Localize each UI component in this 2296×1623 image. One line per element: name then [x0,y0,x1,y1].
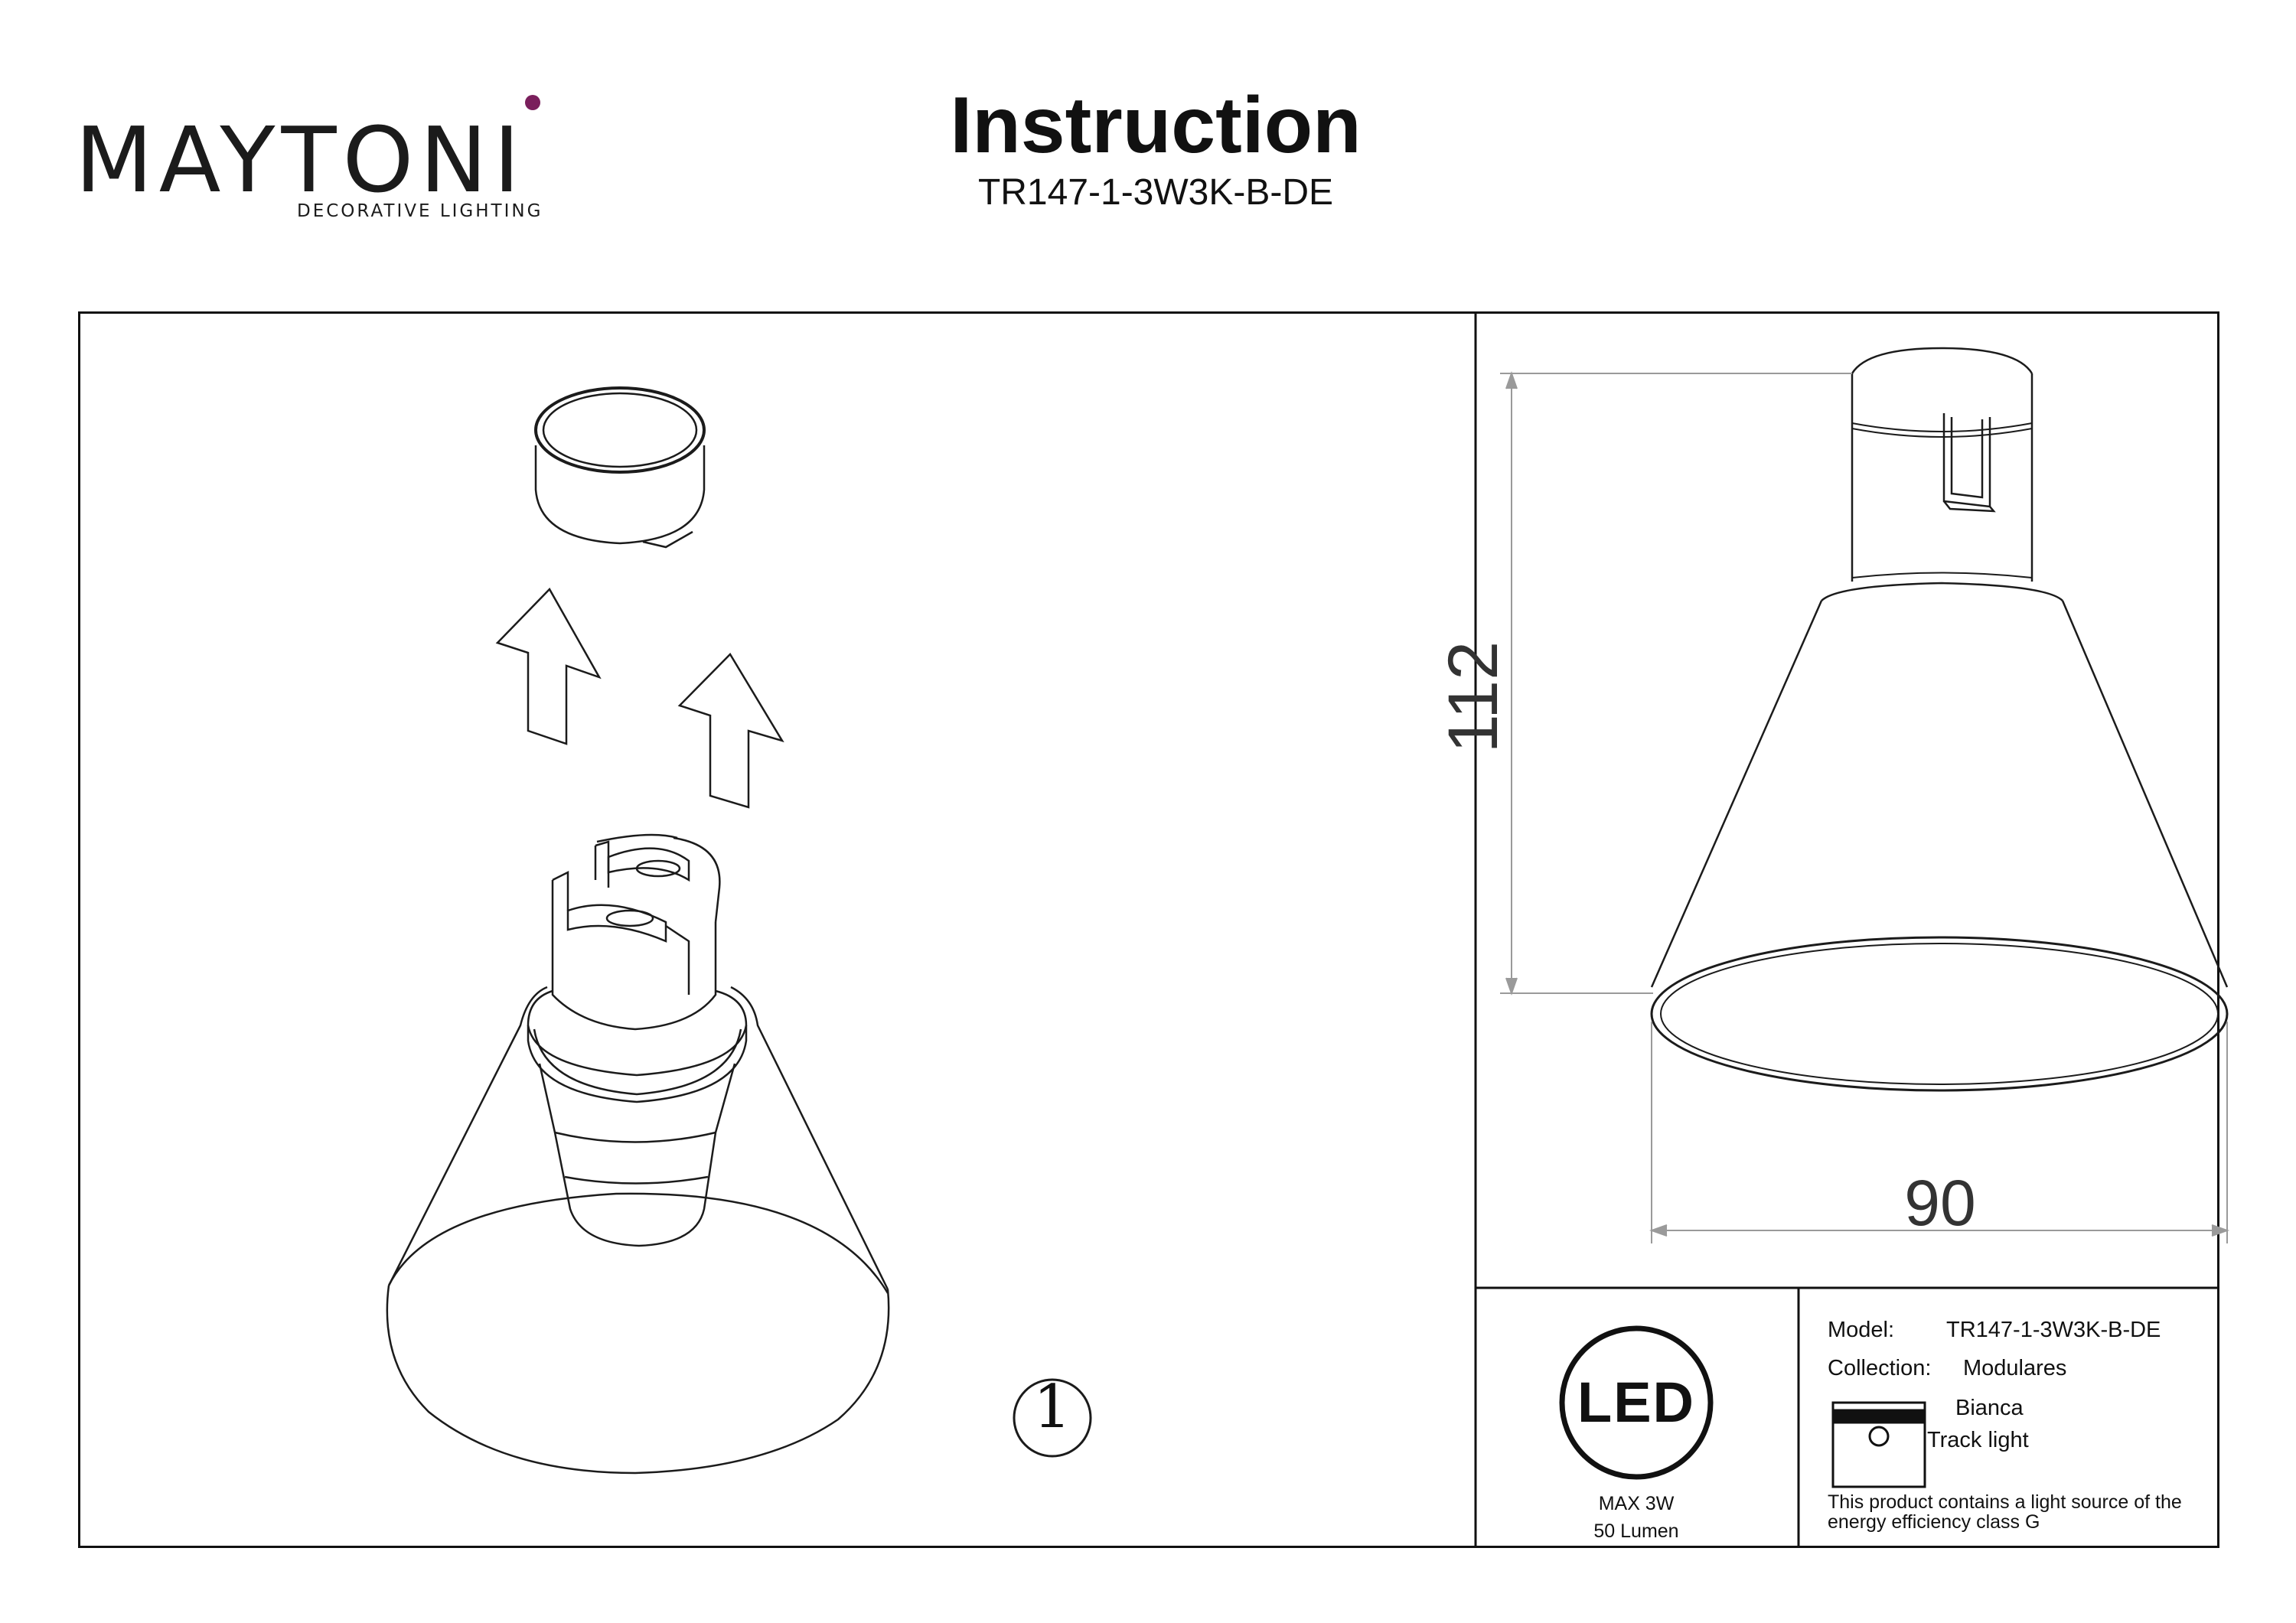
cap-icon [534,386,706,549]
track-light-icon [1831,1401,1926,1488]
model-code: TR147-1-3W3K-B-DE [977,172,1334,213]
dimension-lines [1500,370,2230,1243]
energy-note: This product contains a light source of … [1828,1491,2182,1533]
inner-cup-icon [538,1063,736,1247]
led-badge-text: LED [1577,1370,1695,1434]
led-badge-circle [1559,1325,1714,1480]
assembly-illustration [386,386,890,1475]
mounting-ring-icon [527,989,748,1103]
page-title: Instruction [950,81,1362,170]
series-name: Bianca [1955,1396,2024,1420]
side-view-drawing [1650,347,2229,1092]
up-arrow-icon [677,652,784,809]
brand-logo: MAYTONI DECORATIVE LIGHTING [75,92,550,230]
model-label: Model: [1828,1318,1895,1342]
shade-icon [386,986,890,1475]
brand-tagline: DECORATIVE LIGHTING [297,201,543,221]
led-power: MAX 3W [1598,1493,1675,1514]
led-lumen: 50 Lumen [1593,1520,1679,1542]
brand-name: MAYTONI [75,107,527,213]
step-number: 1 [1033,1373,1071,1442]
drawing-frame [78,311,2219,1548]
model-value: TR147-1-3W3K-B-DE [1946,1318,2161,1342]
product-type: Track light [1927,1428,2029,1452]
connector-icon [551,833,721,1031]
width-dimension-label: 90 [1904,1167,1976,1239]
logo-dot [525,95,540,110]
up-arrow-icon [495,587,602,745]
step-number-circle [1013,1378,1092,1458]
height-dimension-label: 112 [1434,640,1512,754]
collection-label: Collection: [1828,1356,1932,1380]
collection-value: Modulares [1963,1356,2067,1380]
